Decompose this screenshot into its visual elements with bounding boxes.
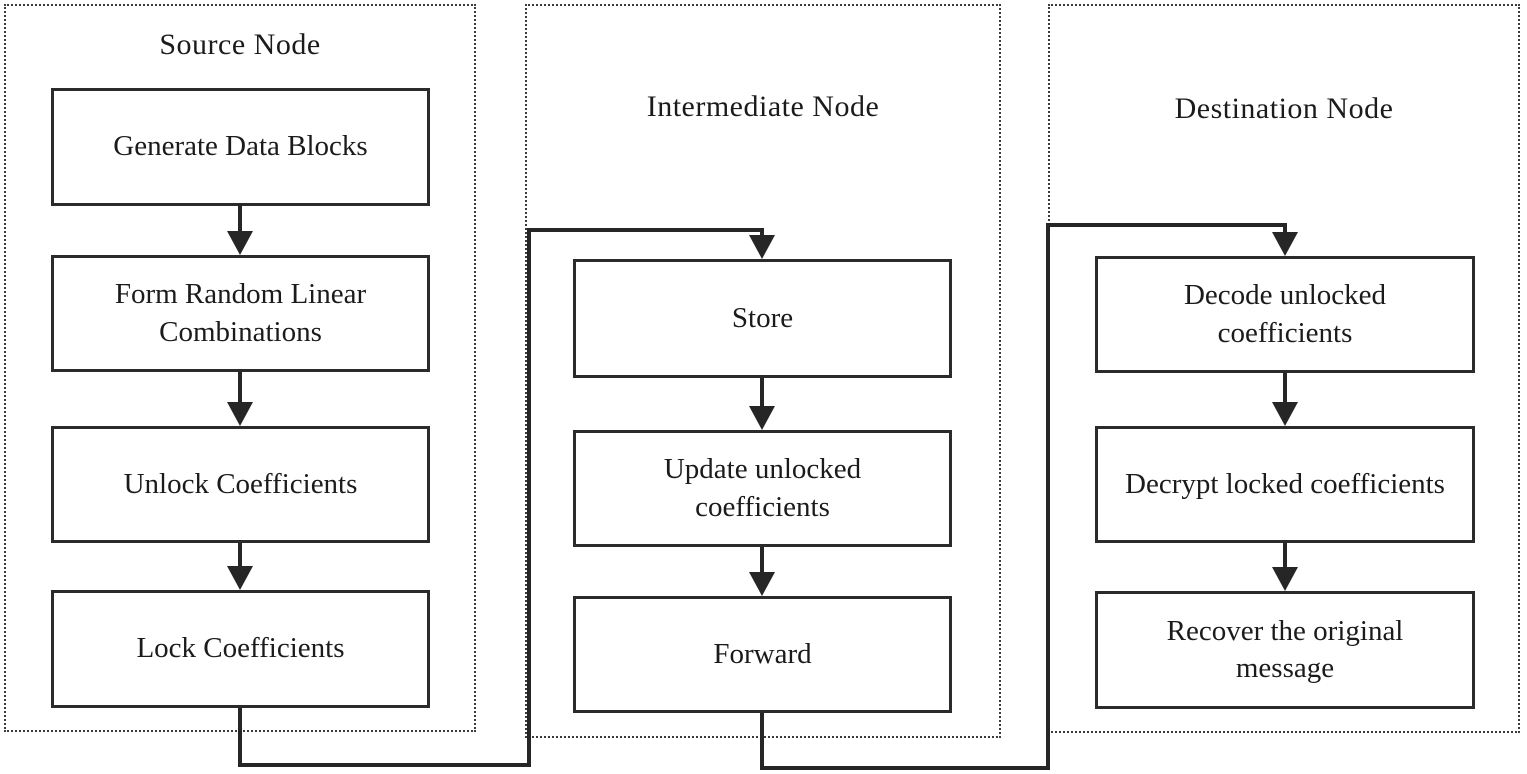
- connector-intermediate-to-destination-stub: [1283, 223, 1287, 234]
- arrowhead-down-icon: [1272, 232, 1298, 256]
- connector-intermediate-to-destination-rise: [1046, 223, 1050, 770]
- source-node-title: Source Node: [159, 28, 321, 61]
- arrow-shaft: [238, 372, 242, 404]
- arrowhead-down-icon: [1272, 567, 1298, 591]
- connector-intermediate-to-destination-top: [1046, 223, 1287, 227]
- arrowhead-down-icon: [1272, 402, 1298, 426]
- step-store: Store: [573, 259, 952, 378]
- connector-source-to-intermediate-stub: [760, 228, 764, 237]
- arrowhead-down-icon: [227, 566, 253, 590]
- arrowhead-down-icon: [749, 572, 775, 596]
- connector-intermediate-to-destination-bottom: [760, 766, 1050, 770]
- arrow-shaft: [1283, 373, 1287, 404]
- arrowhead-down-icon: [749, 406, 775, 430]
- step-update-unlocked-coefficients: Update unlocked coefficients: [573, 430, 952, 547]
- step-lock-coefficients: Lock Coefficients: [51, 590, 430, 708]
- step-unlock-coefficients: Unlock Coefficients: [51, 426, 430, 543]
- step-forward: Forward: [573, 596, 952, 713]
- arrowhead-down-icon: [227, 402, 253, 426]
- arrow-shaft: [1283, 543, 1287, 569]
- connector-source-to-intermediate-top: [527, 228, 764, 232]
- arrow-shaft: [238, 204, 242, 234]
- step-recover-the-original-message: Recover the original message: [1095, 591, 1475, 709]
- step-generate-data-blocks: Generate Data Blocks: [51, 88, 430, 206]
- step-decode-unlocked-coefficients: Decode unlocked coefficients: [1095, 256, 1475, 373]
- arrow-shaft: [760, 378, 764, 408]
- arrow-shaft: [238, 543, 242, 568]
- connector-source-to-intermediate-bottom: [238, 763, 531, 767]
- step-decrypt-locked-coefficients: Decrypt locked coefficients: [1095, 426, 1475, 543]
- connector-source-to-intermediate-rise: [527, 228, 531, 767]
- connector-source-to-intermediate-drop: [238, 708, 242, 767]
- destination-node-title: Destination Node: [1174, 92, 1394, 125]
- intermediate-node-title: Intermediate Node: [646, 90, 880, 123]
- arrowhead-down-icon: [749, 235, 775, 259]
- arrowhead-down-icon: [227, 231, 253, 255]
- arrow-shaft: [760, 547, 764, 574]
- step-form-random-linear-combinations: Form Random Linear Combinations: [51, 255, 430, 372]
- connector-intermediate-to-destination-drop: [760, 713, 764, 770]
